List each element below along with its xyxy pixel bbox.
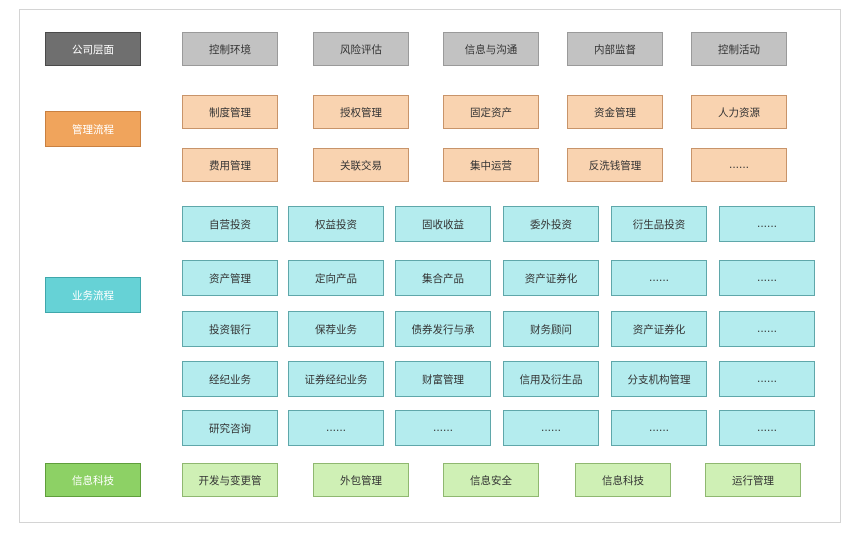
business-item: 研究咨询 bbox=[182, 410, 278, 446]
company-item-internal-supervision: 内部监督 bbox=[567, 32, 663, 66]
management-item: 制度管理 bbox=[182, 95, 278, 129]
business-item: ...... bbox=[719, 311, 815, 347]
business-item: 自营投资 bbox=[182, 206, 278, 242]
it-label: 信息科技 bbox=[45, 463, 141, 497]
business-item: 财富管理 bbox=[395, 361, 491, 397]
it-item-operations: 运行管理 bbox=[705, 463, 801, 497]
company-item-risk-assessment: 风险评估 bbox=[313, 32, 409, 66]
business-item: ...... bbox=[719, 361, 815, 397]
business-item: 信用及衍生品 bbox=[503, 361, 599, 397]
it-item-dev-change: 开发与变更管 bbox=[182, 463, 278, 497]
management-item: 集中运营 bbox=[443, 148, 539, 182]
company-item-control-activities: 控制活动 bbox=[691, 32, 787, 66]
management-item: ...... bbox=[691, 148, 787, 182]
company-level-label: 公司层面 bbox=[45, 32, 141, 66]
business-item: ...... bbox=[395, 410, 491, 446]
business-process-label: 业务流程 bbox=[45, 277, 141, 313]
business-item: 定向产品 bbox=[288, 260, 384, 296]
business-item: 保荐业务 bbox=[288, 311, 384, 347]
business-item: 财务顾问 bbox=[503, 311, 599, 347]
business-item: 分支机构管理 bbox=[611, 361, 707, 397]
it-item-outsourcing: 外包管理 bbox=[313, 463, 409, 497]
management-item: 关联交易 bbox=[313, 148, 409, 182]
business-item: ...... bbox=[611, 410, 707, 446]
management-item: 固定资产 bbox=[443, 95, 539, 129]
business-item: 投资银行 bbox=[182, 311, 278, 347]
it-item-info-security: 信息安全 bbox=[443, 463, 539, 497]
business-item: 集合产品 bbox=[395, 260, 491, 296]
business-item: 资产管理 bbox=[182, 260, 278, 296]
management-item: 资金管理 bbox=[567, 95, 663, 129]
business-item: 资产证券化 bbox=[611, 311, 707, 347]
business-item: 权益投资 bbox=[288, 206, 384, 242]
business-item: ...... bbox=[719, 260, 815, 296]
business-item: 债券发行与承 bbox=[395, 311, 491, 347]
business-item: 衍生品投资 bbox=[611, 206, 707, 242]
business-item: 证券经纪业务 bbox=[288, 361, 384, 397]
management-item: 授权管理 bbox=[313, 95, 409, 129]
business-item: ...... bbox=[611, 260, 707, 296]
business-item: 固收收益 bbox=[395, 206, 491, 242]
business-item: ...... bbox=[503, 410, 599, 446]
company-item-control-environment: 控制环境 bbox=[182, 32, 278, 66]
management-item: 人力资源 bbox=[691, 95, 787, 129]
business-item: ...... bbox=[288, 410, 384, 446]
management-item: 费用管理 bbox=[182, 148, 278, 182]
management-process-label: 管理流程 bbox=[45, 111, 141, 147]
it-item-info-tech: 信息科技 bbox=[575, 463, 671, 497]
business-item: ...... bbox=[719, 206, 815, 242]
business-item: 资产证券化 bbox=[503, 260, 599, 296]
company-item-info-communication: 信息与沟通 bbox=[443, 32, 539, 66]
management-item: 反洗钱管理 bbox=[567, 148, 663, 182]
business-item: ...... bbox=[719, 410, 815, 446]
business-item: 委外投资 bbox=[503, 206, 599, 242]
business-item: 经纪业务 bbox=[182, 361, 278, 397]
